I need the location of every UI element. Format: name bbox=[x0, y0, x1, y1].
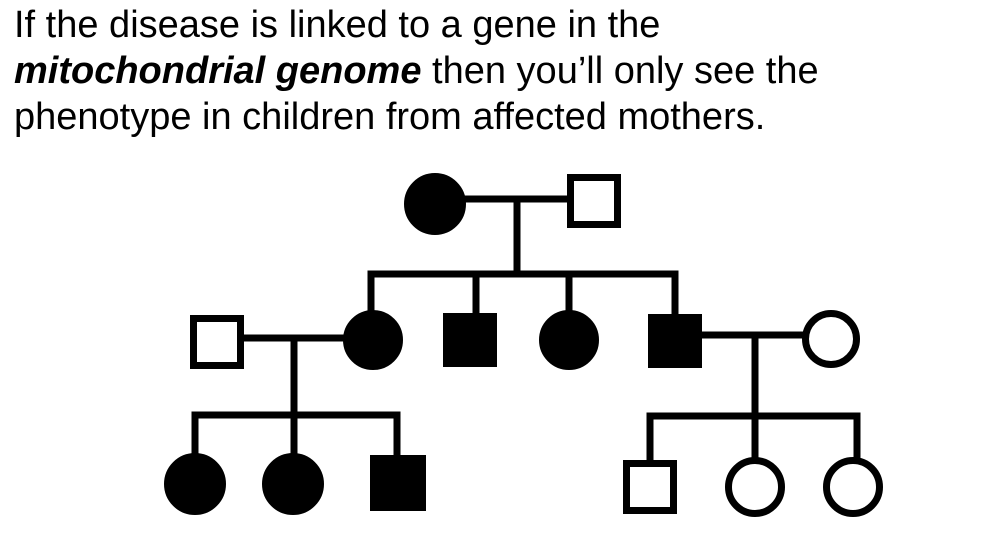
caption-text-3: phenotype in children from affected moth… bbox=[14, 96, 766, 138]
individual-II-4-female-affected bbox=[539, 310, 599, 370]
individual-II-2-female-affected bbox=[343, 310, 403, 370]
caption: If the disease is linked to a gene in th… bbox=[14, 2, 989, 140]
individual-III-5-female-unaffected bbox=[725, 457, 785, 517]
caption-line-1: If the disease is linked to a gene in th… bbox=[14, 2, 989, 48]
individual-II-5-male-affected bbox=[648, 314, 702, 368]
individual-I-2-male-unaffected bbox=[567, 174, 621, 228]
gen3-left-sibship-line bbox=[191, 411, 401, 458]
caption-text-1: If the disease is linked to a gene in th… bbox=[14, 4, 661, 46]
gen2-sibship-line bbox=[367, 270, 679, 316]
caption-emphasis: mitochondrial genome bbox=[14, 50, 422, 92]
individual-III-2-female-affected bbox=[262, 453, 324, 515]
pedigree-connection-lines bbox=[191, 195, 861, 462]
individual-III-4-male-unaffected bbox=[623, 460, 677, 514]
caption-line-2: mitochondrial genome then you’ll only se… bbox=[14, 48, 989, 94]
individual-III-6-female-unaffected bbox=[823, 457, 883, 517]
individual-III-1-female-affected bbox=[164, 453, 226, 515]
individual-II-6-female-unaffected bbox=[802, 310, 860, 368]
pedigree-individuals bbox=[164, 173, 883, 517]
caption-line-3: phenotype in children from affected moth… bbox=[14, 94, 989, 140]
individual-II-1-male-unaffected bbox=[190, 315, 244, 369]
individual-III-3-male-affected bbox=[370, 455, 426, 511]
gen3-right-sibship-line bbox=[646, 412, 861, 462]
individual-I-1-female-affected bbox=[404, 173, 466, 235]
caption-text-2: then you’ll only see the bbox=[421, 50, 819, 92]
individual-II-3-male-affected bbox=[443, 313, 497, 367]
